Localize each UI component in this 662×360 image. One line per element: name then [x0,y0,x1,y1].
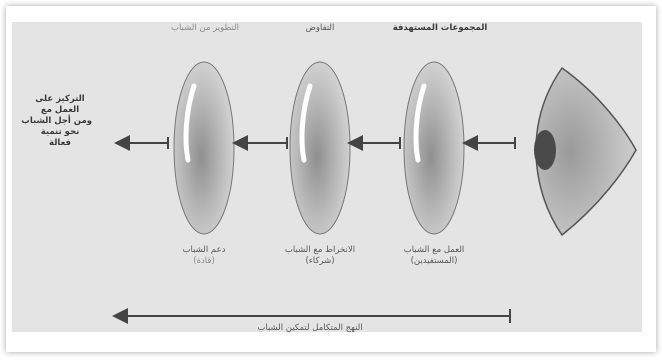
eye-icon [534,68,636,235]
top-label-left: التطوير من الشباب [150,23,260,34]
top-label-right: المجموعات المستهدفة [380,23,500,34]
lens-right [404,62,464,234]
outcome-line-2: العمل مع [28,105,92,116]
bottom-span-arrow [120,309,510,323]
top-label-middle: التفاوض [280,23,360,34]
stage-label-right: العمل مع الشباب (المستفيدين) [384,245,484,267]
outcome-line-3: ومن أجل الشباب [28,116,92,127]
bottom-label: النهج المتكامل لتمكين الشباب [230,323,390,334]
arrow-right-to-middle-lens [355,137,400,149]
stage-left-line2: (قادة) [164,256,244,267]
stage-label-middle: الانخراط مع الشباب (شركاء) [265,245,375,267]
lens-middle [290,62,350,234]
stage-left-line1: دعم الشباب [164,245,244,256]
stage-right-line1: العمل مع الشباب [384,245,484,256]
lens-left [174,62,234,234]
outcome-text: التركيز على العمل مع ومن أجل الشباب نحو … [28,94,92,149]
stage-middle-line1: الانخراط مع الشباب [265,245,375,256]
stage-middle-line2: (شركاء) [265,256,375,267]
stage-label-left: دعم الشباب (قادة) [164,245,244,267]
arrow-middle-to-left-lens [240,137,287,149]
arrow-left-lens-to-outcome [122,137,168,149]
stage-right-line2: (المستفيدين) [384,256,484,267]
outcome-line-1: التركيز على [28,94,92,105]
arrow-eye-to-right-lens [470,137,515,149]
outcome-line-5: فعالة [28,138,92,149]
outcome-line-4: نحو تنمية [28,127,92,138]
